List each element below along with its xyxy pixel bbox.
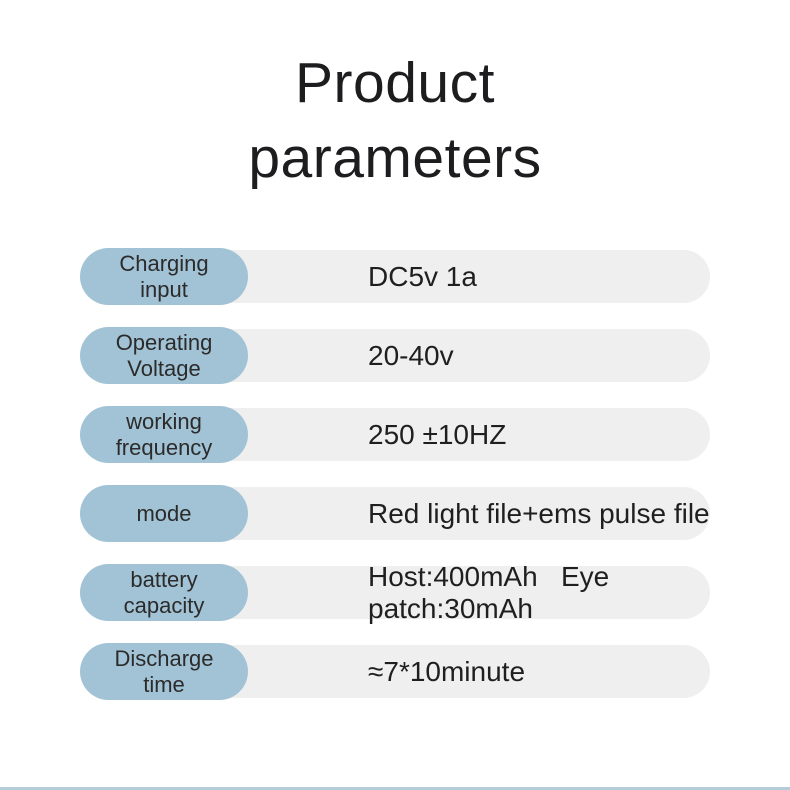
parameter-row-working-frequency: 250 ±10HZ working frequency: [0, 406, 790, 463]
parameter-value: 250 ±10HZ: [368, 418, 507, 450]
parameter-label: Operating Voltage: [115, 329, 213, 381]
parameter-row-operating-voltage: 20-40v Operating Voltage: [0, 327, 790, 384]
parameter-row-battery-capacity: Host:400mAh Eye patch:30mAh battery capa…: [0, 561, 790, 624]
parameter-row-discharge-time: ≈7*10minute Discharge time: [0, 643, 790, 700]
label-pill: mode: [80, 485, 248, 542]
parameter-value: 20-40v: [368, 339, 454, 371]
parameter-label: battery capacity: [123, 566, 205, 618]
label-pill: Charging input: [80, 248, 248, 305]
label-pill: battery capacity: [80, 564, 248, 621]
parameter-label: working frequency: [115, 408, 213, 460]
parameter-row-charging-input: DC5v 1a Charging input: [0, 248, 790, 305]
parameter-row-mode: Red light file+ems pulse file mode: [0, 485, 790, 542]
parameters-list: DC5v 1a Charging input 20-40v Operating …: [0, 248, 790, 724]
parameter-value: DC5v 1a: [368, 260, 477, 292]
bottom-accent-strip: [0, 787, 790, 790]
label-pill: Operating Voltage: [80, 327, 248, 384]
parameter-label: Discharge time: [114, 645, 214, 697]
label-pill: working frequency: [80, 406, 248, 463]
label-pill: Discharge time: [80, 643, 248, 700]
parameter-value: Host:400mAh Eye patch:30mAh: [368, 560, 618, 624]
parameter-label: mode: [136, 500, 192, 526]
page-title: Product parameters: [248, 51, 542, 190]
parameter-value: ≈7*10minute: [368, 655, 526, 687]
parameter-label: Charging input: [119, 250, 209, 302]
parameter-value: Red light file+ems pulse file: [368, 497, 710, 529]
